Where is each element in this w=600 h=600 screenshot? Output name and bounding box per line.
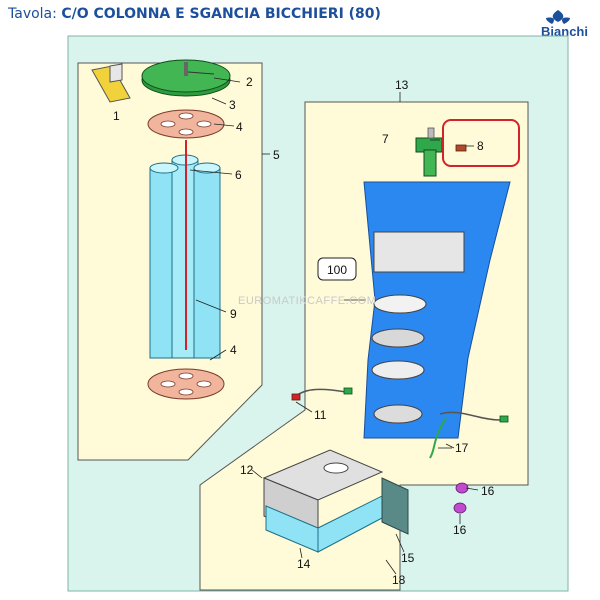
title-text: C/O COLONNA E SGANCIA BICCHIERI (80): [61, 6, 381, 22]
part-12-housing: [262, 449, 384, 553]
part-4-top-plate: [147, 109, 225, 139]
callout-4-top: 4: [236, 120, 243, 134]
callout-12: 12: [240, 463, 254, 477]
callout-2: 2: [246, 75, 253, 89]
part-11-cable: [291, 387, 353, 401]
watermark: EUROMATIKCAFFE.COM: [238, 295, 376, 307]
part-16-knobs: [453, 482, 469, 514]
callout-5: 5: [273, 148, 280, 162]
brand-text: Bianchi: [541, 24, 588, 39]
callout-18: 18: [392, 573, 406, 587]
callout-16-top: 16: [481, 484, 495, 498]
highlight-box: [442, 119, 520, 167]
title-label: Tavola:: [8, 6, 57, 22]
brand-logo: Bianchi: [528, 6, 588, 42]
callout-16-bottom: 16: [453, 523, 467, 537]
brand-mark-icon: [546, 10, 570, 24]
callout-14: 14: [297, 557, 311, 571]
callout-8: 8: [477, 139, 484, 153]
leader-lines: [189, 77, 479, 575]
part-1-bracket: [91, 63, 131, 103]
callout-15: 15: [401, 551, 415, 565]
callout-11: 11: [314, 408, 327, 422]
part-15-bracket: [381, 477, 409, 535]
callout-100: 100: [327, 263, 347, 277]
callout-13: 13: [395, 78, 409, 92]
part-9-tubes: [149, 140, 221, 359]
header: Tavola: C/O COLONNA E SGANCIA BICCHIERI …: [0, 0, 600, 39]
part-2-green-disc: [141, 59, 231, 97]
callout-1: 1: [113, 109, 120, 123]
part-8-small: [455, 144, 467, 152]
callout-6: 6: [235, 168, 242, 182]
part-7-motor: [415, 127, 443, 177]
blue-block: [363, 181, 511, 439]
callout-100-box: 100: [317, 257, 357, 281]
page-title: Tavola: C/O COLONNA E SGANCIA BICCHIERI …: [8, 6, 381, 22]
part-4-bottom-plate: [147, 368, 225, 400]
part-17-cable: [429, 411, 509, 459]
callout-9: 9: [230, 307, 237, 321]
callout-17: 17: [455, 441, 469, 455]
callout-4-bottom: 4: [230, 343, 237, 357]
callout-7: 7: [382, 132, 389, 146]
callout-3: 3: [229, 98, 236, 112]
